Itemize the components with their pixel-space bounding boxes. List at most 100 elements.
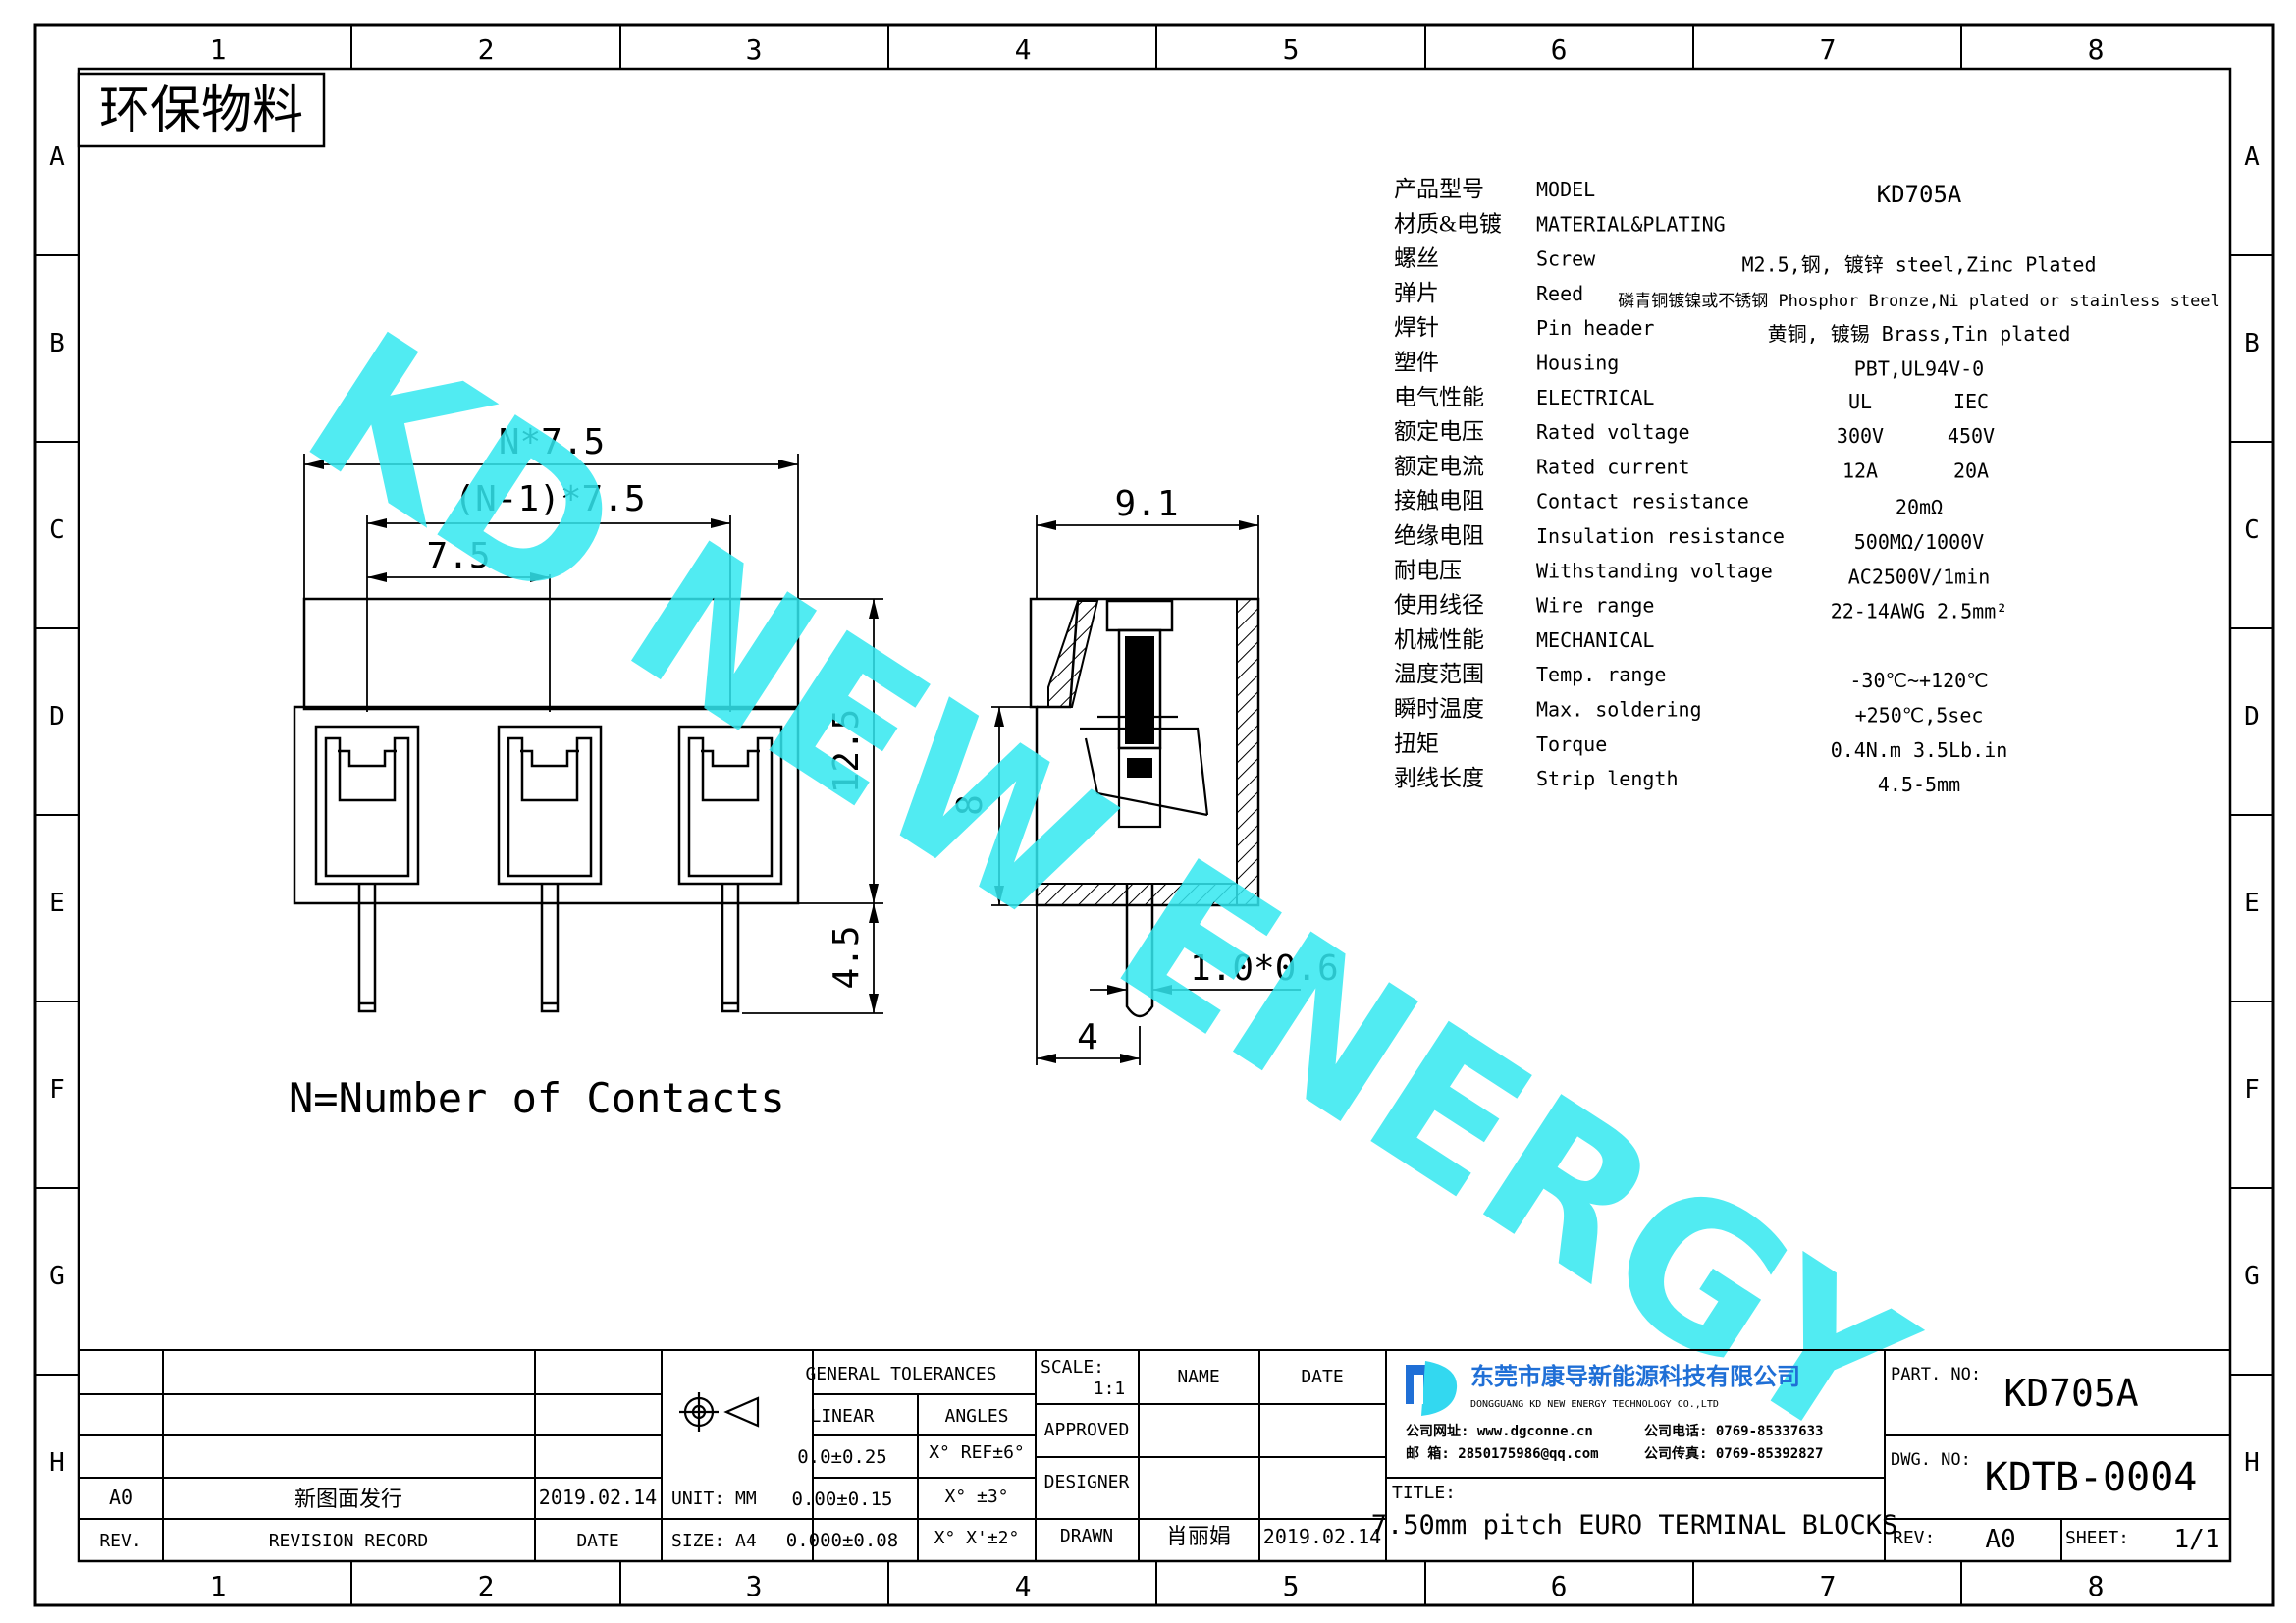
spec-label-cn: 耐电压 (1394, 558, 1462, 582)
spec-label-cn: 剥线长度 (1394, 766, 1484, 790)
spec-label-en: Pin header (1536, 316, 1654, 340)
drawing-title: 7.50mm pitch EURO TERMINAL BLOCKS (1371, 1510, 1897, 1541)
spec-label-en: Torque (1536, 732, 1607, 756)
spec-label-en: Reed (1536, 282, 1583, 305)
dwg-no-label: DWG. NO: (1891, 1450, 1971, 1470)
spec-label-en: Max. soldering (1536, 698, 1702, 722)
row-label: G (2244, 1262, 2260, 1291)
tolerances-header: GENERAL TOLERANCES (805, 1364, 996, 1384)
company-email: 邮 箱: 2850175986@qq.com (1406, 1445, 1599, 1462)
row-label: A (2244, 142, 2260, 172)
spec-label-cn: 扭矩 (1394, 731, 1439, 756)
linear-header: LINEAR (810, 1406, 874, 1427)
spec-label-cn: 电气性能 (1394, 385, 1484, 409)
side-view: 9.1 8 1.0*0.6 4 (950, 484, 1339, 1065)
row-label: G (49, 1262, 65, 1291)
drawn-date: 2019.02.14 (1263, 1525, 1381, 1548)
row-label: C (49, 515, 65, 545)
spec-label-cn: 绝缘电阻 (1394, 523, 1484, 548)
sheet-label: SHEET: (2065, 1528, 2129, 1548)
rev-column-header: REV. (99, 1531, 141, 1551)
spec-value-ul: 300V (1837, 424, 1884, 448)
spec-label-en: Insulation resistance (1536, 524, 1785, 548)
spec-label-cn: 螺丝 (1394, 246, 1439, 271)
spec-label-cn: 接触电阻 (1394, 489, 1484, 514)
drawing-number: KDTB-0004 (1985, 1455, 2198, 1500)
part-no-label: PART. NO: (1891, 1365, 1981, 1384)
date-header: DATE (1301, 1367, 1343, 1387)
spec-label-en: Withstanding voltage (1536, 559, 1773, 582)
spec-value-iec: 20A (1953, 459, 1989, 482)
spec-value: 500MΩ/1000V (1854, 530, 1984, 554)
front-dimension-lines (303, 454, 883, 1014)
column-label: 4 (1015, 33, 1032, 66)
spec-value: 4.5-5mm (1878, 773, 1960, 796)
spec-label-en: ELECTRICAL (1536, 386, 1654, 409)
spec-row: 绝缘电阻 Insulation resistance 500MΩ/1000V (1394, 523, 1984, 554)
company-name-en: DONGGUANG KD NEW ENERGY TECHNOLOGY CO.,L… (1470, 1399, 1719, 1410)
row-label: F (49, 1075, 65, 1105)
spec-row: 接触电阻 Contact resistance 20mΩ (1394, 489, 1943, 519)
column-label: 8 (2088, 1570, 2105, 1602)
designer-label: DESIGNER (1044, 1472, 1130, 1492)
angle-tol-3: X° X'±2° (934, 1528, 1020, 1548)
spec-value: AC2500V/1min (1848, 565, 1991, 588)
date-column-header: DATE (576, 1531, 618, 1551)
sheet-value: 1/1 (2174, 1525, 2220, 1554)
dim-pin-length: 4.5 (827, 925, 867, 989)
side-clamp (1080, 715, 1209, 829)
spec-label-en: Wire range (1536, 594, 1654, 618)
linear-tol-2: 0.00±0.15 (792, 1488, 893, 1510)
revision-description: 新图面发行 (294, 1487, 402, 1511)
company-fax: 公司传真: 0769-85392827 (1644, 1445, 1823, 1462)
revision-code: A0 (109, 1486, 133, 1509)
row-label: E (2244, 889, 2260, 918)
spec-value: 20mΩ (1896, 496, 1943, 519)
dim-pin-offset: 4 (1077, 1017, 1098, 1057)
side-hatch-bottom (1036, 883, 1238, 906)
spec-value-ul: UL (1848, 390, 1872, 413)
side-hatch-left (1047, 600, 1099, 708)
column-label: 5 (1283, 33, 1300, 66)
column-label: 5 (1283, 1570, 1300, 1602)
rev-label: REV: (1893, 1528, 1935, 1548)
spec-label-cn: 塑件 (1394, 351, 1439, 375)
spec-label-cn: 焊针 (1394, 315, 1439, 340)
spec-value: M2.5,钢, 镀锌 steel,Zinc Plated (1741, 253, 2096, 277)
spec-label-cn: 额定电压 (1394, 419, 1484, 444)
spec-value-iec: IEC (1953, 390, 1989, 413)
row-label: C (2244, 515, 2260, 545)
column-label: 6 (1551, 33, 1568, 66)
spec-value: -30℃~+120℃ (1849, 669, 1988, 692)
column-label: 1 (210, 33, 227, 66)
row-label: F (2244, 1075, 2260, 1105)
front-dimension-arrows (304, 460, 879, 1013)
spec-label-en: Housing (1536, 352, 1619, 375)
name-header: NAME (1177, 1367, 1219, 1387)
eco-badge-box (77, 72, 326, 148)
linear-tol-1: 0.0±0.25 (797, 1446, 887, 1468)
front-slots (314, 725, 783, 1013)
row-label: D (2244, 702, 2260, 731)
spec-label-cn: 材质&电镀 (1394, 211, 1502, 236)
unit-label: UNIT: MM (671, 1488, 757, 1509)
dim-side-width: 9.1 (1114, 484, 1178, 524)
angle-tol-1: X° REF±6° (929, 1442, 1025, 1463)
angle-tol-2: X° ±3° (944, 1487, 1008, 1507)
front-view: N*7.5 (N-1)*7.5 7.5 12.5 4.5 N=Number of… (289, 422, 883, 1122)
spec-label-en: Contact resistance (1536, 490, 1749, 514)
eco-badge-text: 环保物料 (99, 83, 303, 139)
spec-label-en: Strip length (1536, 767, 1679, 790)
dim-pin-section: 1.0*0.6 (1190, 948, 1339, 989)
spec-label-en: Screw (1536, 247, 1596, 271)
projection-symbol-icon (679, 1392, 760, 1432)
scale-value: 1:1 (1094, 1379, 1126, 1399)
